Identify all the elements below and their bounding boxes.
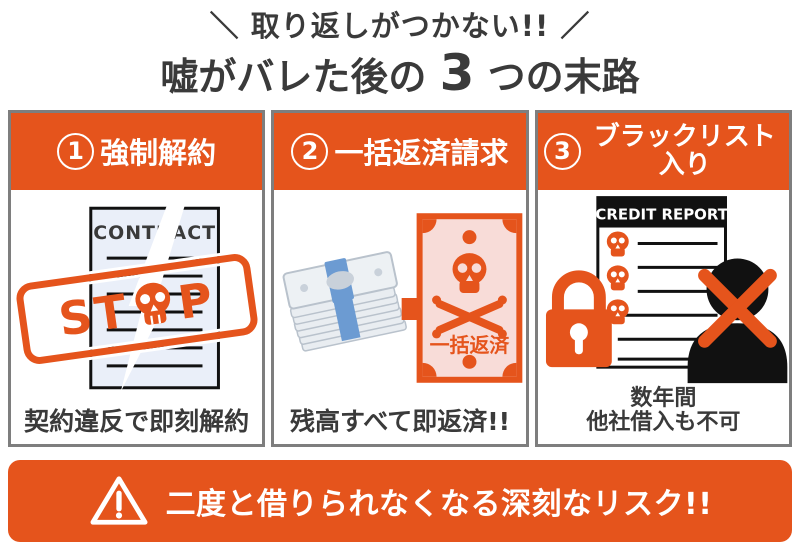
report-skull-icons [606,231,629,325]
panel-3-number: 3 [553,137,571,166]
warning-banner: 二度と借りられなくなる深刻なリスク!! [8,459,792,542]
money-stack-icon [282,250,408,352]
stop-stamp-right: P [174,271,219,330]
panel-2-caption: 残高すべて即返済!! [289,406,511,436]
panel-3-header: 3 ブラックリスト入り [537,112,789,190]
panel-1-title: 強制解約 [100,136,217,171]
panel-3-number-badge: 3 [543,132,581,170]
page-title: 嘘がバレた後の 3 つの末路 [0,45,800,103]
danger-bill-icon: 一括返済 [416,212,523,383]
panel-1-number: 1 [67,137,84,166]
panel-1-illustration: CONTRACT ST [11,190,262,406]
panel-2-number-badge: 2 [291,132,329,170]
panel-lump-sum-repayment: 2 一括返済請求 [271,109,529,447]
panel-3-caption-line2: 他社借入も不可 [586,410,741,436]
panel-2-header: 2 一括返済請求 [274,112,526,190]
skull-crossbones-icon [432,252,508,339]
panel-forced-cancellation: 1 強制解約 CONTRACT [8,109,266,447]
panel-3-caption: 数年間 他社借入も不可 [538,385,789,444]
panel-1-header: 1 強制解約 [11,112,263,190]
warning-triangle-icon [90,476,148,525]
title-catchphrase: ＼ 取り返しがつかない!! ／ [209,9,591,43]
denied-person-icon [687,258,787,383]
panel-3-illustration: CREDIT REPORT [538,190,789,385]
page-title-number: 3 [439,44,475,103]
panel-blacklisted: 3 ブラックリスト入り CREDIT REPORT [534,109,792,447]
page-title-prefix: 嘘がバレた後の [160,55,427,100]
stop-stamp-left: ST [55,283,133,347]
page-title-suffix: つの末路 [487,55,640,100]
money-to-bill-illustration: 一括返済 [282,212,523,383]
contract-label: CONTRACT [93,222,216,244]
credit-report-illustration: CREDIT REPORT [545,195,787,383]
panel-2-illustration: 一括返済 [274,190,525,406]
panel-2-number: 2 [301,137,319,166]
skull-icon [135,282,171,325]
credit-report-label: CREDIT REPORT [595,205,728,223]
panel-1-number-badge: 1 [57,132,95,170]
panel-1-caption: 契約違反で即刻解約 [24,406,250,436]
stop-stamp: ST P [14,251,260,366]
padlock-icon [545,270,612,367]
money-band-lower [333,294,361,341]
warning-banner-text: 二度と借りられなくなる深刻なリスク!! [165,486,713,522]
bill-label: 一括返済 [430,333,511,357]
panels-row: 1 強制解約 CONTRACT [0,109,800,447]
panel-3-caption-line1: 数年間 [630,385,697,411]
panel-3-title: ブラックリスト入り [593,122,776,181]
panel-2-title: 一括返済請求 [334,136,509,171]
